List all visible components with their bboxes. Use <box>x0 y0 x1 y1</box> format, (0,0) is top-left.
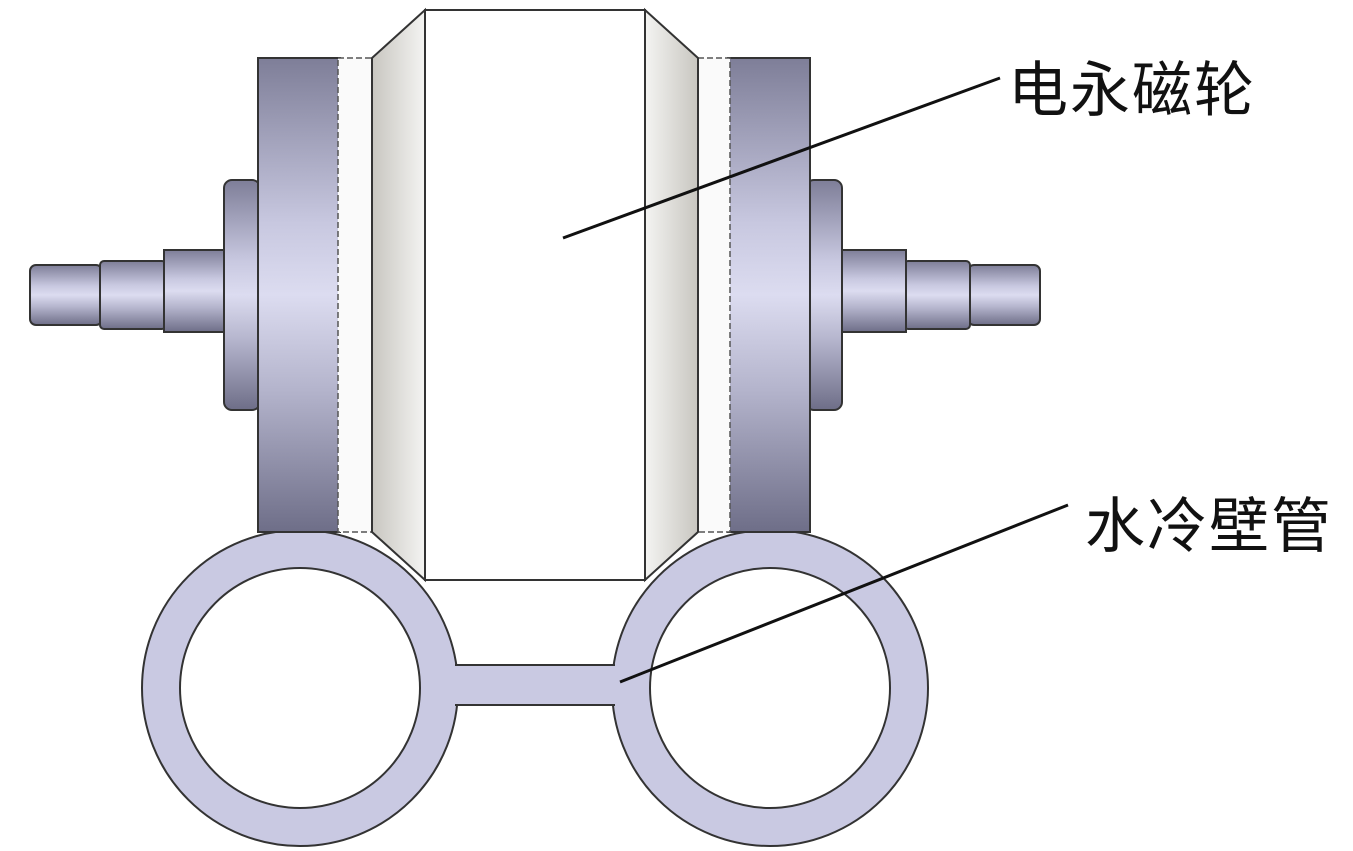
left-shaft <box>29 249 229 333</box>
pipe-leader-line <box>619 503 1069 684</box>
left-flange <box>257 57 341 533</box>
pipe-label: 水冷壁管 <box>1085 492 1333 562</box>
water-wall-pipe <box>140 529 930 847</box>
wheel-leader-line <box>562 76 1001 240</box>
right-shaft <box>839 249 1041 333</box>
right-ring <box>697 57 731 533</box>
wheel-label: 电永磁轮 <box>1008 56 1256 126</box>
right-bearing-disc <box>805 179 843 411</box>
right-flange <box>727 57 811 533</box>
left-ring <box>337 57 373 533</box>
left-bearing-disc <box>223 179 261 411</box>
magnet-drum <box>371 7 699 583</box>
